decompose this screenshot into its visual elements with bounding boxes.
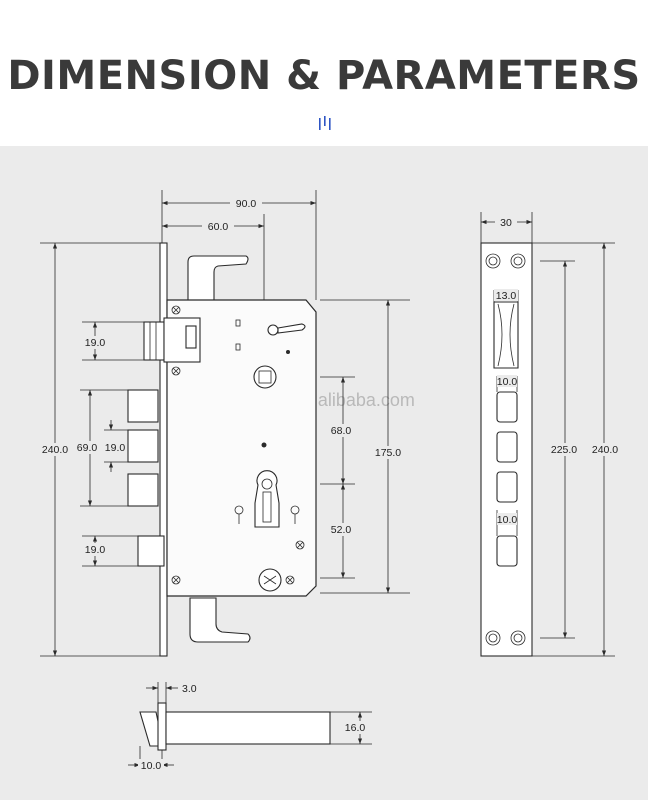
dim-width-overall: 90.0 (236, 198, 257, 210)
bolt-slot-1 (496, 391, 518, 423)
dim-bolt-span: 69.0 (77, 442, 98, 454)
dim-projection: 10.0 (141, 760, 162, 772)
dim-cylinder-bottom: 52.0 (331, 524, 352, 536)
faceplate-view: 30 13.0 10.0 10.0 225.0 240.0 (480, 212, 624, 657)
bottom-view: 3.0 16.0 10.0 (128, 682, 372, 772)
deadbolt (137, 535, 165, 567)
drawing-panel (0, 146, 648, 800)
case-screws (171, 305, 305, 585)
lower-handle (189, 597, 251, 643)
dim-body-thickness: 16.0 (345, 722, 366, 734)
header: DIMENSION & PARAMETERS (0, 0, 648, 146)
bolt-block-2 (127, 429, 159, 463)
deadbolt-slot (496, 535, 518, 567)
dim-faceplate-thickness: 3.0 (182, 683, 197, 695)
dim-faceplate-height: 240.0 (592, 444, 618, 456)
technical-drawing: roeasy.en.alibaba.com (36, 190, 624, 772)
dim-screw-spacing: 225.0 (551, 444, 577, 456)
dim-bolt-slot-lower: 10.0 (497, 514, 518, 526)
dim-bolt-height: 19.0 (105, 442, 126, 454)
lever-pivot (267, 324, 279, 336)
spindle-hub (253, 365, 277, 389)
bolt-slot-2 (496, 431, 518, 463)
case-side (165, 711, 331, 745)
front-faceplate (159, 242, 168, 657)
dim-bolt-slot-upper: 10.0 (497, 376, 518, 388)
latch-bolt (143, 321, 165, 361)
bolt-block-1 (127, 389, 159, 423)
title-accent-icon (319, 116, 331, 130)
dim-height-overall: 240.0 (42, 444, 68, 456)
front-view: 90.0 60.0 240.0 19.0 69.0 19.0 (36, 190, 410, 657)
cylinder-cutout (254, 470, 280, 528)
bolt-slot-3 (496, 471, 518, 503)
latch-slot (493, 301, 519, 369)
dim-spindle-cylinder: 68.0 (331, 425, 352, 437)
bolt-block-3 (127, 473, 159, 507)
dim-width-cylinder: 60.0 (208, 221, 229, 233)
latch-spring (185, 325, 197, 349)
page-title: DIMENSION & PARAMETERS (7, 53, 641, 99)
dim-body-height: 175.0 (375, 447, 401, 459)
dim-deadbolt-height: 19.0 (85, 544, 106, 556)
dim-faceplate-width: 30 (500, 217, 512, 229)
upper-handle (187, 255, 249, 301)
dim-latch-height: 19.0 (85, 337, 106, 349)
dim-latch-slot: 13.0 (496, 290, 517, 302)
faceplate-edge (157, 702, 167, 751)
